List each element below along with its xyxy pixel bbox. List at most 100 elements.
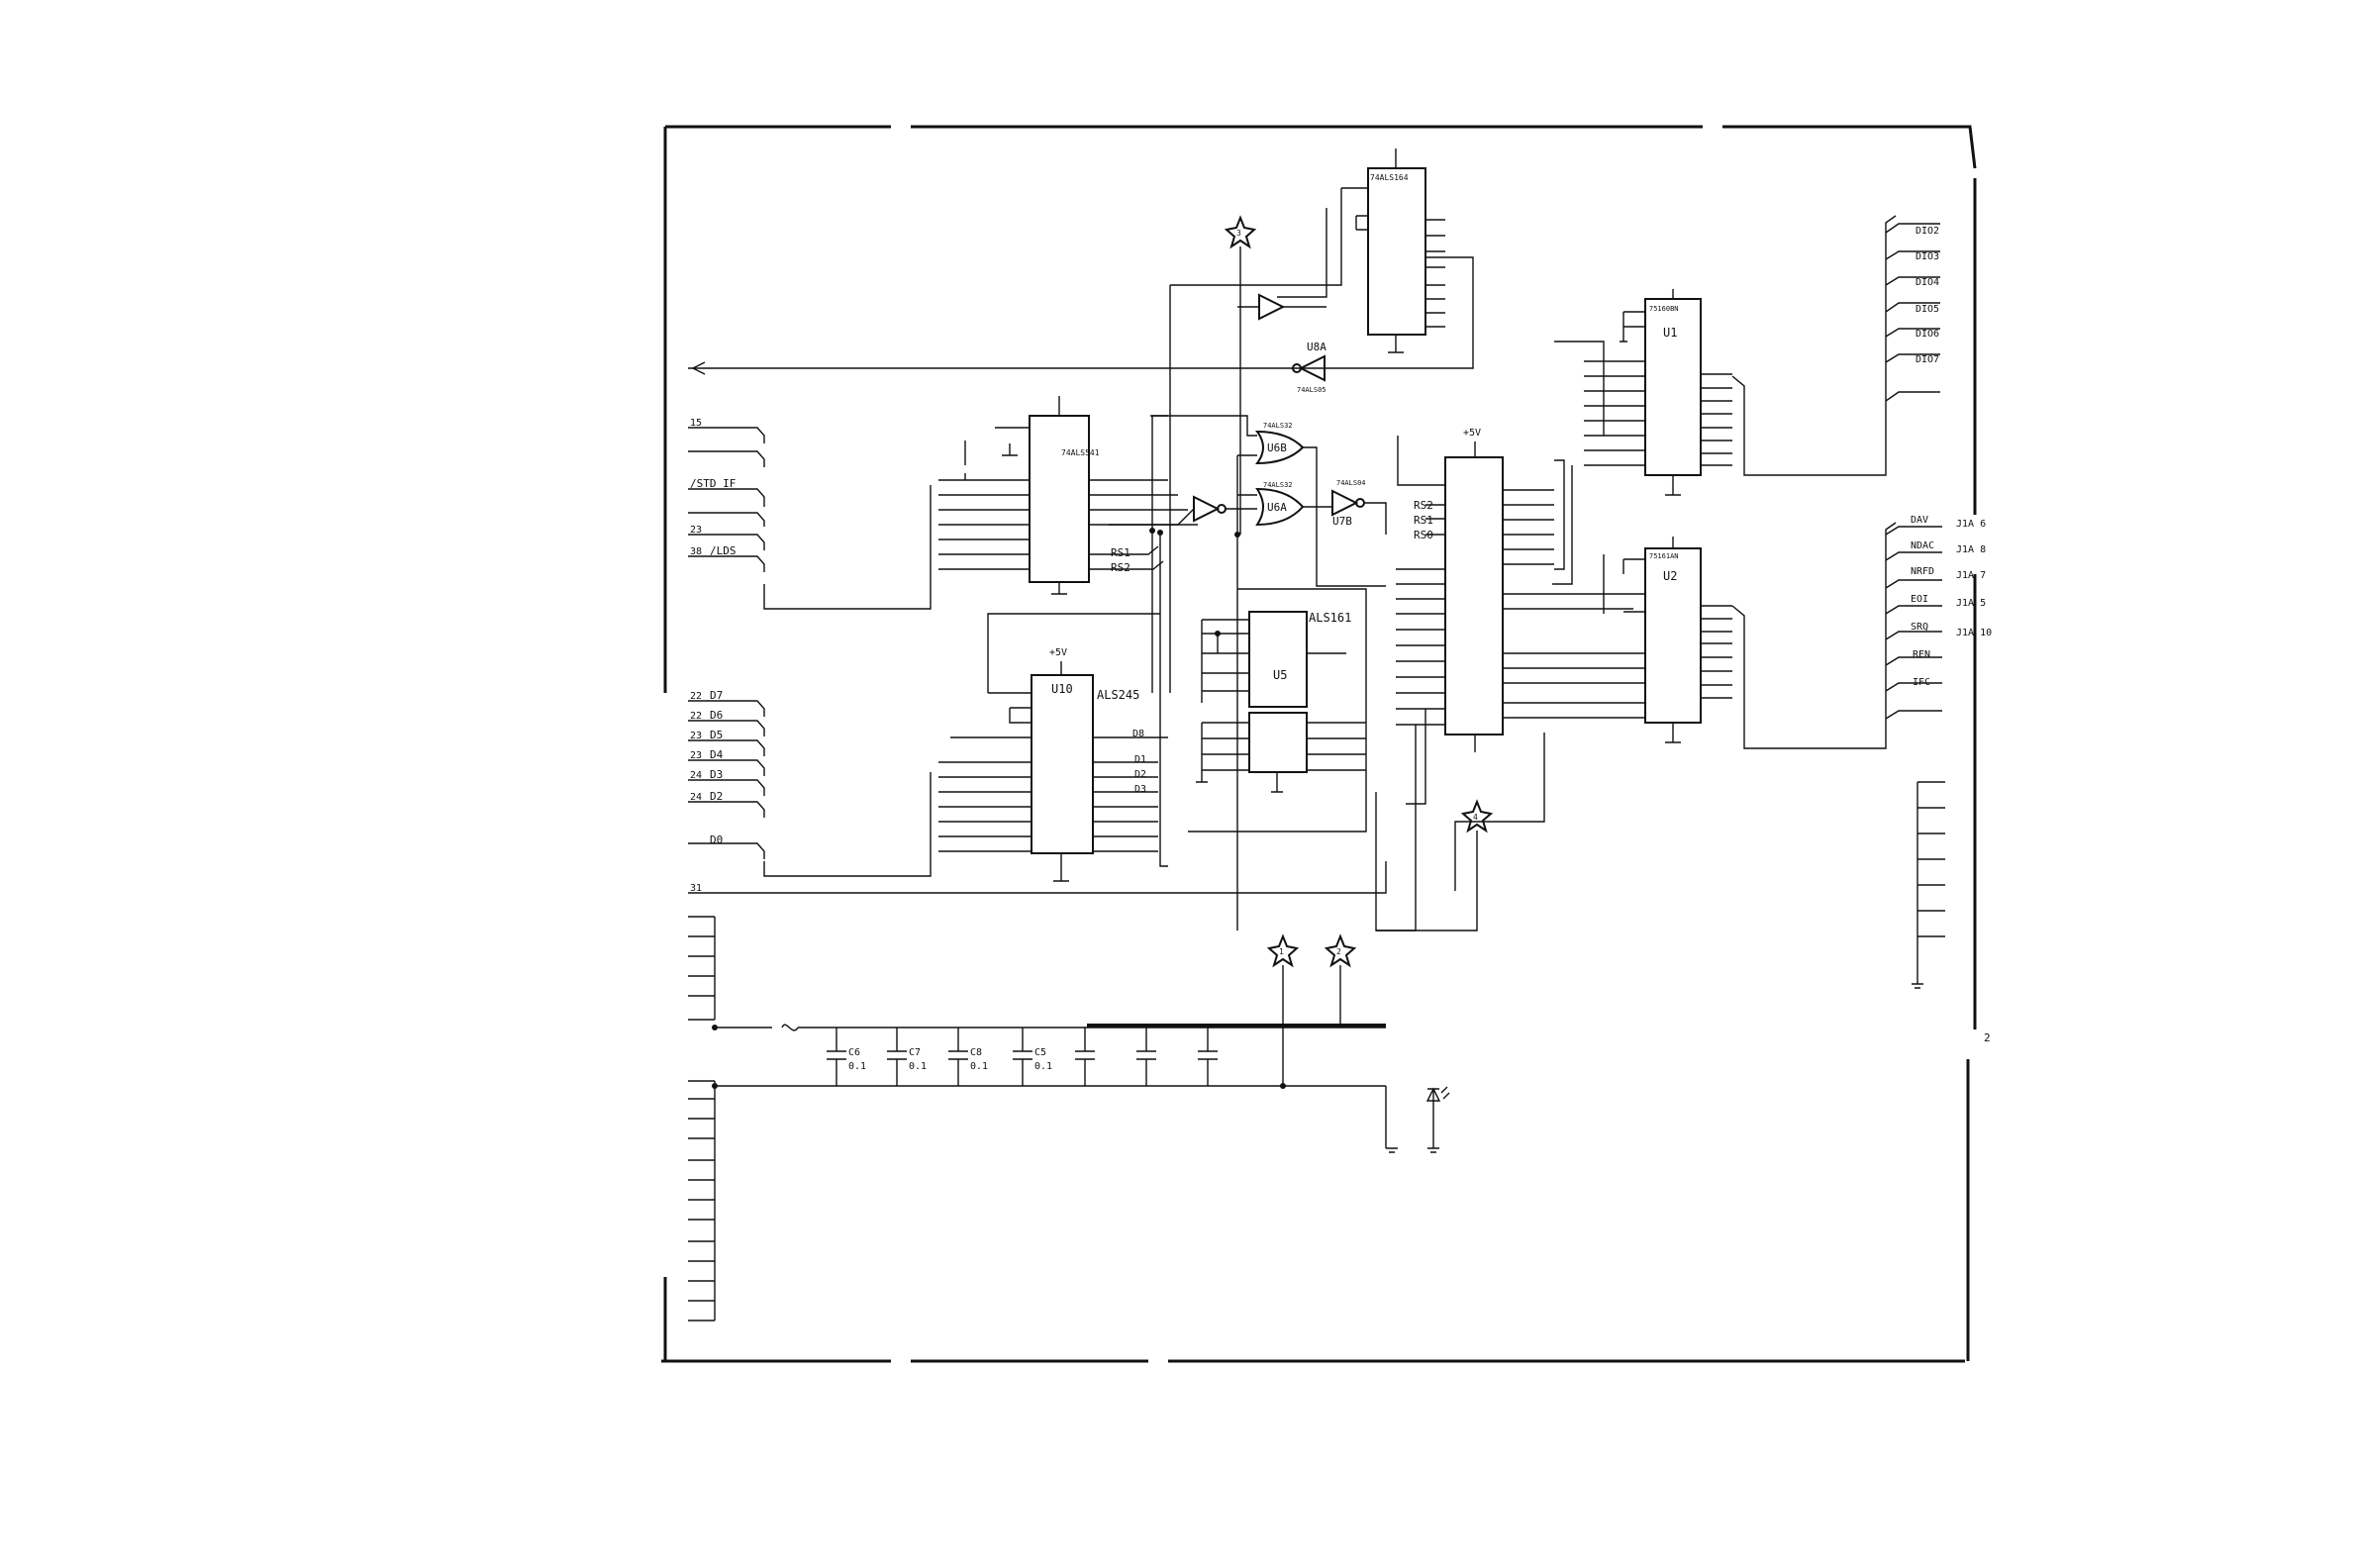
chip-u1 bbox=[1644, 298, 1702, 476]
signal-label-d3-bus: D3 bbox=[1134, 784, 1146, 795]
signal-label-ren: REN bbox=[1913, 649, 1930, 660]
signal-label-ndac: NDAC bbox=[1911, 540, 1934, 551]
pin-label: 23 bbox=[690, 525, 702, 536]
chip-part-u6b: 74ALS32 bbox=[1263, 422, 1293, 430]
pin-label: 24 bbox=[690, 792, 702, 803]
signal-label-std-if: /STD_IF bbox=[690, 477, 736, 490]
signal-label-rs2: RS2 bbox=[1111, 561, 1130, 574]
pin-label-ndac: J1A 8 bbox=[1956, 544, 1986, 555]
signal-label-d7: D7 bbox=[710, 689, 723, 702]
signal-label-d1: D1 bbox=[1134, 754, 1146, 765]
offpage-ref-2: 2 bbox=[1336, 947, 1341, 956]
chip-part-u7b: 74ALS04 bbox=[1336, 479, 1366, 487]
cap-ref-c6: C6 bbox=[848, 1047, 860, 1058]
buffer-541-wiring bbox=[938, 396, 1198, 595]
signal-label-ifc: IFC bbox=[1913, 677, 1930, 688]
signal-label-d3: D3 bbox=[710, 768, 723, 781]
offpage-ref-3: 3 bbox=[1236, 229, 1241, 238]
signal-label-lds: /LDS bbox=[710, 544, 737, 557]
signal-label-dio6: DIO6 bbox=[1916, 329, 1939, 340]
pin-label-srq: J1A 10 bbox=[1956, 628, 1992, 638]
sheet-frame bbox=[661, 125, 1977, 1363]
left-connector-data bbox=[688, 700, 1387, 894]
cap-value-c6: 0.1 bbox=[848, 1061, 866, 1072]
decoupling-capacitors bbox=[827, 1028, 1218, 1086]
chip-u5 bbox=[1248, 611, 1308, 708]
chip-ref-u2: U2 bbox=[1663, 569, 1677, 583]
signal-label-dio4: DIO4 bbox=[1916, 277, 1939, 288]
signal-label-dio3: DIO3 bbox=[1916, 251, 1939, 262]
chip-ref-u7b: U7B bbox=[1332, 515, 1352, 528]
sheet-number: 2 bbox=[1984, 1031, 1991, 1044]
cap-value-c7: 0.1 bbox=[909, 1061, 927, 1072]
chip-part-74als164: 74ALS164 bbox=[1370, 173, 1409, 182]
chip-gpib-controller bbox=[1444, 456, 1504, 735]
power-label-u10: +5V bbox=[1049, 647, 1067, 658]
signal-label-d2: D2 bbox=[710, 790, 723, 803]
gate-wiring bbox=[1109, 415, 1387, 931]
chip-ref-u6a: U6A bbox=[1267, 501, 1287, 514]
signal-label-rs0-in: RS0 bbox=[1414, 529, 1433, 541]
signal-label-d5: D5 bbox=[710, 729, 723, 741]
signal-label-rs1: RS1 bbox=[1111, 546, 1130, 559]
pin-label: 15 bbox=[690, 418, 702, 429]
pin-label-nrfd: J1A 7 bbox=[1956, 570, 1986, 581]
chip-part-74als541: 74ALS541 bbox=[1061, 448, 1100, 457]
left-power-pins bbox=[688, 916, 1387, 1322]
ground-symbols bbox=[1386, 970, 1923, 1153]
u8a-bubble bbox=[1292, 363, 1302, 373]
signal-label-dio2: DIO2 bbox=[1916, 226, 1939, 237]
signal-label-d8: D8 bbox=[1132, 729, 1144, 739]
offpage-connector-4 bbox=[1376, 799, 1494, 931]
inverter-gate bbox=[1193, 495, 1221, 523]
signal-label-d0: D0 bbox=[710, 833, 723, 846]
left-connector-control bbox=[688, 427, 932, 610]
offpage-connector-1 bbox=[1266, 933, 1300, 1086]
junction-dots bbox=[712, 528, 1286, 1089]
chip-part-u6a: 74ALS32 bbox=[1263, 481, 1293, 489]
pin-label: 23 bbox=[690, 750, 702, 761]
cap-ref-c8: C8 bbox=[970, 1047, 982, 1058]
chip-ref-u10: U10 bbox=[1051, 682, 1073, 696]
signal-label-eoi: EOI bbox=[1911, 594, 1928, 605]
chip-ref-u6b: U6B bbox=[1267, 441, 1287, 454]
u1-wiring bbox=[1554, 215, 1897, 496]
wire bbox=[692, 361, 706, 375]
u6b-or-gate bbox=[1255, 430, 1305, 465]
gpib-data-lines bbox=[1885, 223, 1940, 402]
power-label-controller: +5V bbox=[1463, 428, 1481, 439]
pin-label: 22 bbox=[690, 711, 702, 722]
offpage-ref-4: 4 bbox=[1473, 813, 1478, 822]
pin-label: 24 bbox=[690, 770, 702, 781]
chip-part-u2: 75161AN bbox=[1649, 552, 1679, 560]
u7b-inverter bbox=[1331, 489, 1359, 517]
u10-wiring bbox=[938, 613, 1168, 882]
pin-label: 22 bbox=[690, 691, 702, 702]
chip-ref-u8a: U8A bbox=[1307, 341, 1326, 353]
pin-label: 23 bbox=[690, 731, 702, 741]
u6a-or-gate bbox=[1255, 487, 1305, 527]
controller-wiring bbox=[1375, 436, 1633, 931]
chip-part-u8a: 74ALS05 bbox=[1297, 386, 1326, 394]
buffer-gate bbox=[1258, 293, 1286, 321]
u8a-inverter bbox=[1298, 354, 1326, 382]
pin-label: 31 bbox=[690, 883, 702, 894]
signal-label-rs2-in: RS2 bbox=[1414, 499, 1433, 512]
cap-value-c8: 0.1 bbox=[970, 1061, 988, 1072]
cap-value-c5: 0.1 bbox=[1034, 1061, 1052, 1072]
offpage-connector-3 bbox=[1224, 215, 1257, 535]
cap-ref-c5: C5 bbox=[1034, 1047, 1046, 1058]
signal-label-dio7: DIO7 bbox=[1916, 354, 1939, 365]
signal-label-rs1-in: RS1 bbox=[1414, 514, 1433, 527]
chip-ref-u1: U1 bbox=[1663, 326, 1677, 340]
offpage-ref-1: 1 bbox=[1279, 947, 1284, 956]
u2-wiring bbox=[1603, 522, 1897, 749]
chip-part-u1: 75160BN bbox=[1649, 305, 1679, 313]
chip-74als164 bbox=[1367, 167, 1426, 336]
chip-part-u5: ALS161 bbox=[1309, 611, 1351, 625]
shift-register-wiring bbox=[688, 148, 1474, 693]
signal-label-srq: SRQ bbox=[1911, 622, 1928, 633]
signal-label-d2-bus: D2 bbox=[1134, 769, 1146, 780]
cap-ref-c7: C7 bbox=[909, 1047, 921, 1058]
